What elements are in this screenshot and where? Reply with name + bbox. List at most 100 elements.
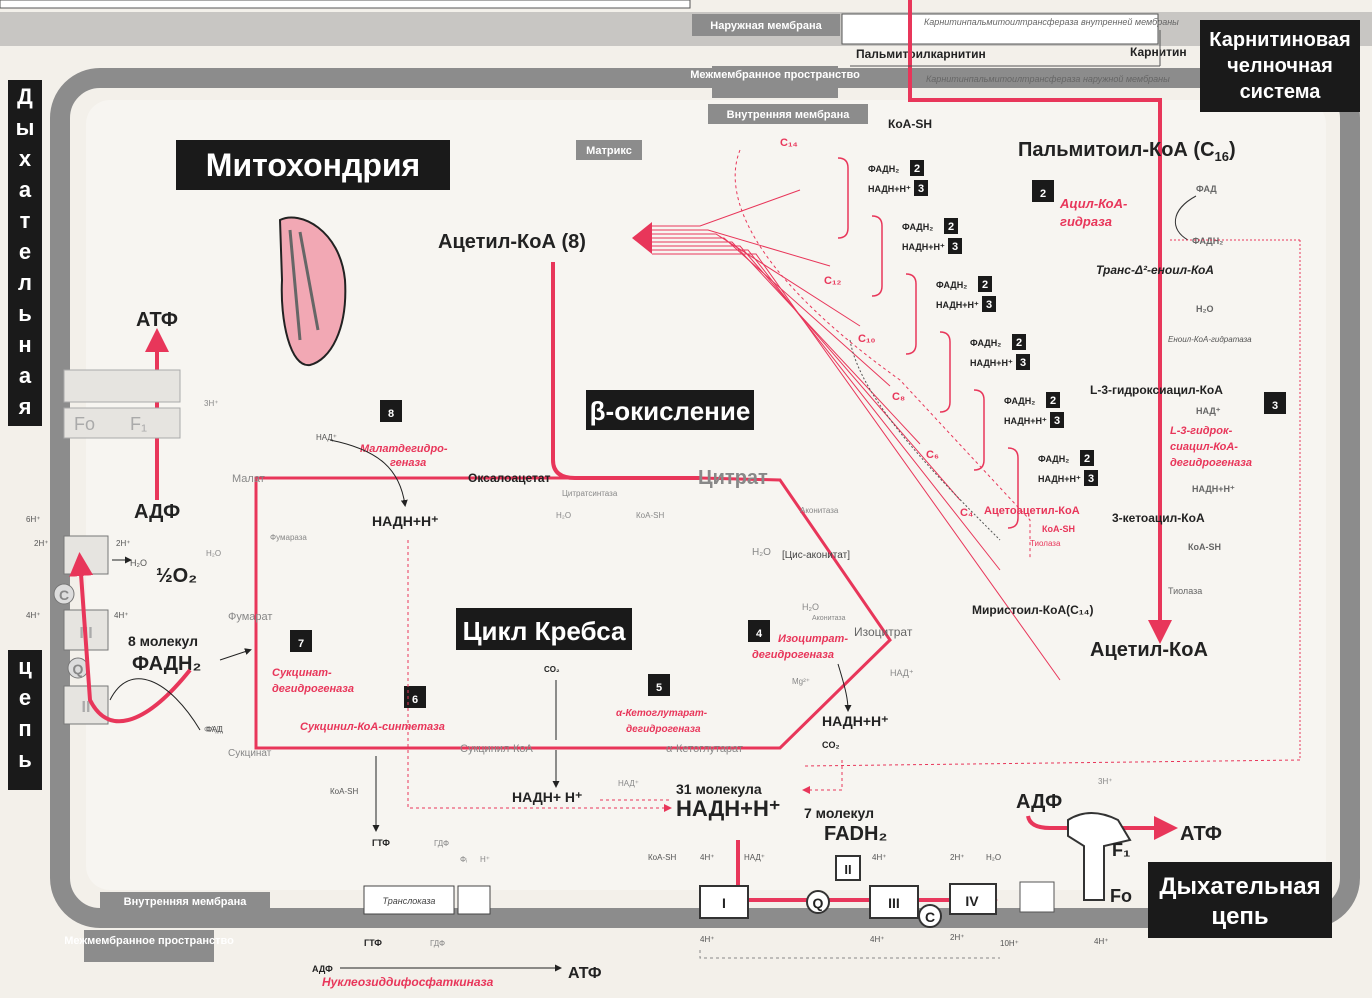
nad-beta: НАД⁺ — [1196, 406, 1221, 416]
2h-right: 2H⁺ — [950, 853, 964, 862]
nadh-5: НАДН+ Н⁺ — [512, 789, 582, 805]
cpt-inner-label: Карнитинпальмитоилтрансфераза внутренней… — [924, 17, 1179, 27]
atp-left: АТФ — [136, 309, 178, 331]
fadh2-label: ФАДН₂ — [1038, 454, 1069, 464]
koa-sh-right: КоА-SH — [648, 853, 676, 862]
carbon-chain-label: C₆ — [926, 449, 939, 461]
step3-mini-badge-text: 3 — [1088, 473, 1094, 485]
4h-right-c: 4H⁺ — [700, 935, 714, 944]
c-left: C — [59, 587, 69, 603]
coa-sh-cs: КоА-SH — [636, 511, 664, 520]
coa-sh-6: КоА-SH — [330, 787, 358, 796]
gtp2: ГТФ — [364, 938, 382, 948]
beta-oxidation-title: β-окисление — [590, 396, 751, 426]
trans-enoyl-coa: Транс-Δ²-еноил-КоА — [1096, 263, 1214, 277]
step2-mini-badge-text: 2 — [948, 221, 954, 233]
f1-right: F₁ — [1112, 840, 1130, 860]
fad-left: ФАД — [206, 725, 224, 734]
pi: Фᵢ — [460, 855, 467, 864]
nadh-8: НАДН+Н⁺ — [372, 513, 439, 529]
fumarate: Фумарат — [228, 611, 272, 623]
fo-left: Fo — [74, 414, 95, 434]
h2o-beta: H₂O — [1196, 304, 1214, 314]
carbon-chain-label: C₁₄ — [780, 137, 798, 149]
fadh-total: FADH₂ — [824, 823, 887, 845]
3-ketoacyl-coa: 3-кетоацил-КоА — [1112, 511, 1205, 525]
step3-badge: 3 — [1272, 400, 1278, 412]
palmitoyl-coa: Пальмитоил-КоА (С16) — [1018, 139, 1236, 164]
h-plus: Н⁺ — [480, 855, 490, 864]
step2-mini-badge-text: 2 — [1016, 337, 1022, 349]
fumarase: Фумараза — [270, 533, 307, 542]
intermembrane-bottom-label: Межмембранное пространство — [64, 935, 234, 947]
6h-left: 6H⁺ — [26, 515, 40, 524]
acetoacetyl-coa: Ацетоацетил-КоА — [984, 505, 1080, 517]
h2o-ac: H₂O — [752, 547, 771, 558]
4h-left-b: 4H⁺ — [114, 611, 128, 620]
isocitrate: Изоцитрат — [854, 625, 913, 639]
nadh-label: НАДН+Н⁺ — [902, 242, 945, 252]
carbon-chain-label: C₈ — [892, 391, 905, 403]
adp-nk: АДФ — [312, 964, 333, 974]
svg-text:дегидрогеназа: дегидрогеназа — [272, 683, 354, 695]
step8-badge: 8 — [388, 408, 394, 420]
fadh8-count: 8 молекул — [128, 633, 198, 649]
gdp2: ГДФ — [430, 939, 445, 948]
alpha-ketoglutarate: α-Кетоглутарат — [666, 743, 743, 755]
succinate-dh: Сукцинат- — [272, 667, 332, 679]
half-o2: ½O₂ — [156, 565, 197, 587]
malate-dh: Малатдегидро- — [360, 443, 448, 455]
krebs-title: Цикл Кребса — [463, 616, 626, 646]
atp-right: АТФ — [1180, 823, 1222, 845]
4h-right-a: 4H⁺ — [700, 853, 714, 862]
2h-left-b: 2H⁺ — [116, 539, 130, 548]
4h-left: 4H⁺ — [26, 611, 40, 620]
nadh-label: НАДН+Н⁺ — [868, 184, 911, 194]
svg-text:дегидрогеназа: дегидрогеназа — [752, 649, 834, 661]
l3-hydroxyacyl-coa: L-3-гидроксиацил-КоА — [1090, 383, 1223, 397]
fo-right: Fo — [1110, 886, 1132, 906]
aconitase2: Аконитаза — [812, 615, 846, 622]
step5-badge: 5 — [656, 682, 662, 694]
fadh2-label: ФАДН₂ — [902, 222, 933, 232]
nadh-label: НАДН+Н⁺ — [936, 300, 979, 310]
nad-4: НАД⁺ — [890, 668, 914, 678]
nucleoside-kinase: Нуклеозиддифосфаткиназа — [322, 975, 494, 989]
myristoyl-coa: Миристоил-КоА(С₁₄) — [972, 603, 1093, 617]
acetyl-coa-8: Ацетил-КоА (8) — [438, 231, 586, 253]
c-right: C — [925, 909, 935, 925]
cpt-outer-label: Карнитинпальмитоилтрансфераза наружной м… — [926, 74, 1170, 84]
isocitrate-dh: Изоцитрат- — [778, 633, 848, 645]
acetoacetyl-coa-sh: КоА-SH — [1042, 524, 1075, 534]
fadh2-beta: ФАДН₂ — [1192, 236, 1223, 246]
h2o-left: H₂O — [130, 558, 147, 568]
carbon-chain-label: C₄ — [960, 507, 973, 519]
complex1: I — [722, 895, 726, 911]
step2-mini-badge-text: 2 — [1050, 395, 1056, 407]
fadh-total-count: 7 молекул — [804, 805, 874, 821]
carnitine: Карнитин — [1130, 45, 1187, 59]
acetoacetyl-thiolase: Тиолаза — [1030, 539, 1061, 548]
enoyl-hydratase: Еноил-КоА-гидратаза — [1168, 335, 1252, 344]
complex4: IV — [965, 893, 979, 909]
svg-text:гидраза: гидраза — [1060, 214, 1112, 229]
fad-beta: ФАД — [1196, 184, 1217, 194]
co2-4: CO₂ — [822, 740, 840, 750]
nadh-beta: НАДН+Н⁺ — [1192, 484, 1235, 494]
succinyl-coa: Сукцинил-КоА — [460, 743, 534, 755]
nadh-total-count: 31 молекула — [676, 781, 762, 797]
step3-mini-badge-text: 3 — [918, 183, 924, 195]
q-right: Q — [813, 895, 824, 911]
adp-right: АДФ — [1016, 791, 1062, 813]
step3-mini-badge-text: 3 — [1020, 357, 1026, 369]
co2-5: CO₂ — [544, 665, 560, 674]
aconitase: Аконитаза — [800, 506, 839, 515]
gtp: ГТФ — [372, 838, 390, 848]
intermembrane-top-label: Межмембранное пространство — [690, 69, 860, 81]
complex3: III — [888, 895, 900, 911]
svg-text:сиацил-КоА-: сиацил-КоА- — [1170, 441, 1238, 453]
malate: Малат — [232, 473, 265, 485]
outer-membrane-label: Наружная мембрана — [710, 20, 822, 32]
oxaloacetate: Оксалоацетат — [468, 471, 551, 485]
